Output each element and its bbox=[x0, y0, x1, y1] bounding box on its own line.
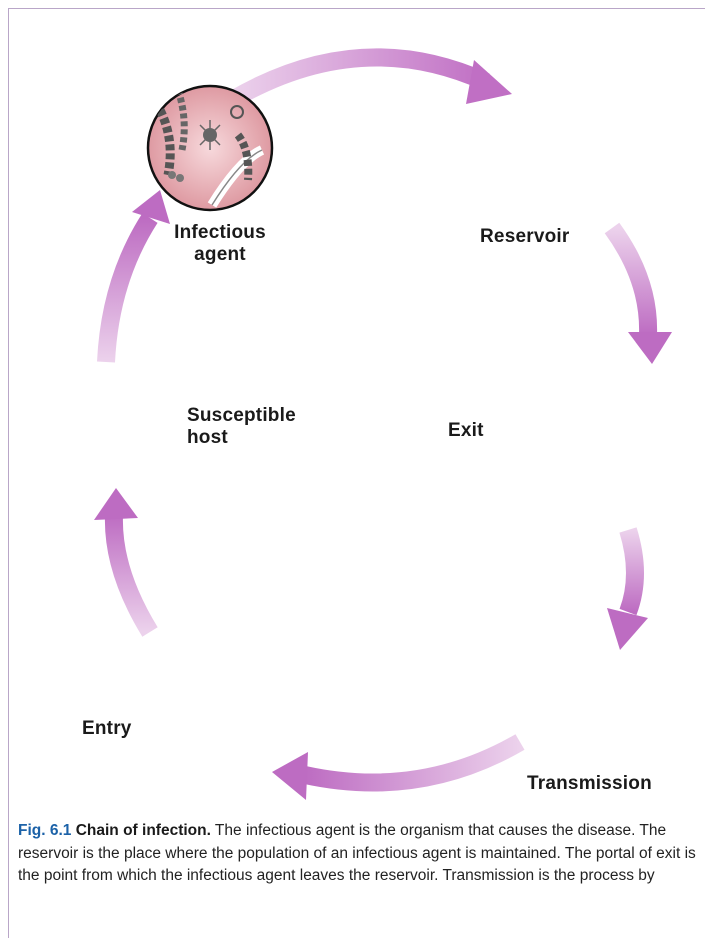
arrow-transmission-to-entry bbox=[272, 742, 520, 800]
reservoir-label: Reservoir bbox=[480, 226, 569, 248]
chain-of-infection-diagram bbox=[0, 0, 705, 820]
arrow-entry-to-host bbox=[94, 488, 150, 632]
arrow-agent-to-reservoir bbox=[232, 57, 512, 104]
arrow-host-to-agent bbox=[106, 190, 170, 362]
susceptible-host-label: Susceptible host bbox=[187, 405, 296, 449]
susceptible-host-label-line1: Susceptible bbox=[187, 405, 296, 427]
infectious-agent-label-line2: agent bbox=[165, 244, 275, 266]
infectious-agent-label-line1: Infectious bbox=[165, 222, 275, 244]
arrow-reservoir-to-exit bbox=[612, 228, 672, 364]
exit-label: Exit bbox=[448, 420, 484, 442]
arrow-exit-to-transmission bbox=[607, 530, 648, 650]
microbe-illustration bbox=[148, 86, 272, 210]
entry-label: Entry bbox=[82, 718, 132, 740]
figure-caption: Fig. 6.1 Chain of infection. The infecti… bbox=[18, 820, 698, 888]
infectious-agent-label: Infectious agent bbox=[165, 222, 275, 266]
transmission-label: Transmission bbox=[527, 773, 652, 795]
figure-number: Fig. 6.1 bbox=[18, 822, 71, 839]
caption-title: Chain of infection. bbox=[76, 822, 211, 839]
susceptible-host-label-line2: host bbox=[187, 427, 296, 449]
